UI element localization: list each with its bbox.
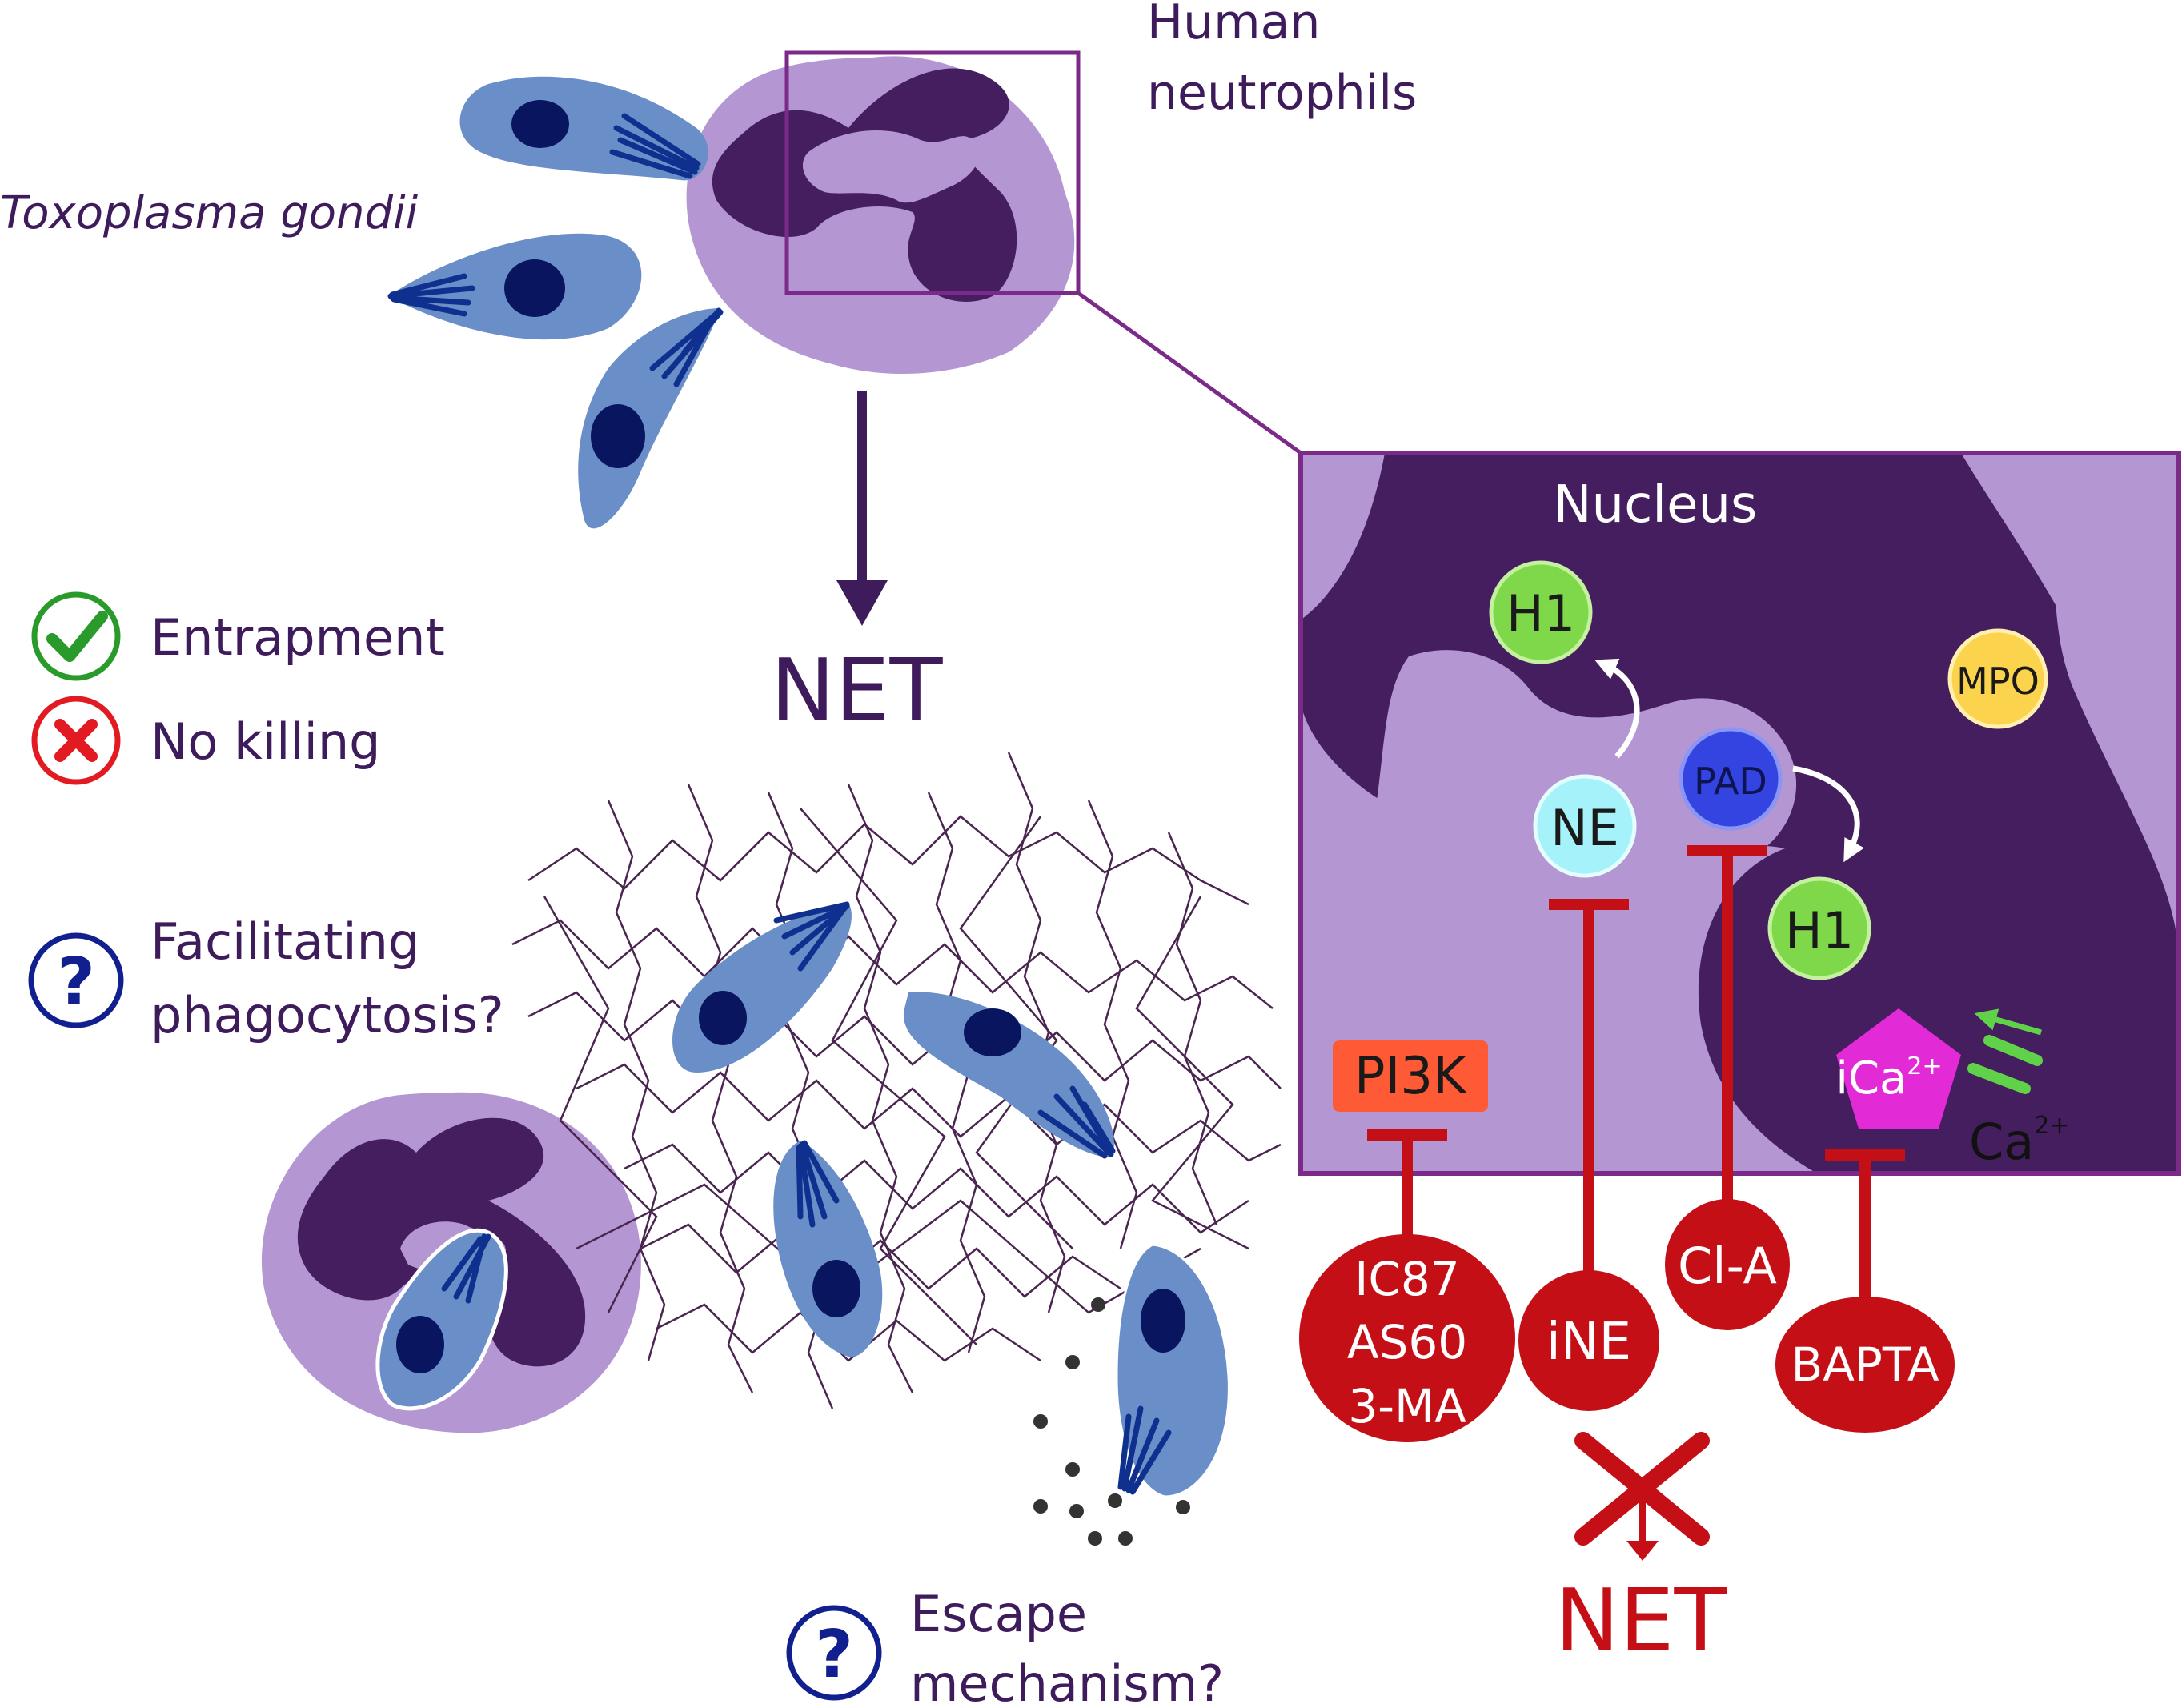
- ica-pentagon: iCa2+: [1835, 1008, 1961, 1129]
- ne-label: NE: [1550, 799, 1619, 857]
- toxoplasma-parasite-1: [459, 76, 708, 181]
- inhibitor-1-line3: 3-MA: [1348, 1379, 1466, 1433]
- toxoplasma-label: Toxoplasma gondii: [0, 187, 419, 239]
- ca-superscript: 2+: [2034, 1112, 2069, 1140]
- zoom-connector: [1077, 291, 1302, 455]
- down-arrow: [836, 391, 888, 626]
- escape-label-line2: mechanism?: [910, 1654, 1224, 1708]
- pad-label: PAD: [1694, 760, 1767, 803]
- inhibitor-cl-a: Cl-A: [1665, 1199, 1790, 1330]
- ne-to-h1-arrow: [1594, 658, 1640, 759]
- calcium-influx-arrows: [1967, 1008, 2043, 1094]
- escape-dots: [1033, 1297, 1190, 1546]
- phagocytosing-neutrophil: [261, 1092, 641, 1433]
- inhibitor-1-line2: AS60: [1347, 1315, 1467, 1369]
- pad-bubble: PAD: [1679, 727, 1783, 831]
- svg-text:iCa2+: iCa2+: [1835, 1052, 1942, 1105]
- svg-text:?: ?: [815, 1617, 853, 1693]
- h1-bottom-label: H1: [1785, 901, 1854, 960]
- toxoplasma-escaping: [1115, 1243, 1230, 1498]
- nucleus-label: Nucleus: [1554, 475, 1758, 535]
- inhibitor-1-line1: IC87: [1354, 1252, 1459, 1306]
- neutrophils-label-line2: neutrophils: [1147, 65, 1417, 121]
- question-circle-icon: ?: [28, 932, 124, 1028]
- inhibitor-4-label: BAPTA: [1791, 1337, 1939, 1392]
- entrapment-label: Entrapment: [150, 608, 445, 667]
- h1-bottom-bubble: H1: [1767, 876, 1871, 980]
- ca-label: Ca: [1969, 1113, 2034, 1171]
- check-circle-icon: [31, 591, 121, 681]
- ne-bubble: NE: [1533, 774, 1637, 878]
- ica-label: iCa: [1835, 1052, 1907, 1105]
- inhibitor-bapta: BAPTA: [1775, 1297, 1955, 1433]
- inhibitor-3-label: Cl-A: [1678, 1237, 1777, 1295]
- x-circle-icon: [31, 696, 121, 785]
- svg-text:Ca2+: Ca2+: [1969, 1112, 2070, 1171]
- question-circle-icon: ?: [786, 1605, 882, 1701]
- net-blocked-label: NET: [1555, 1571, 1728, 1671]
- facilitating-label-line1: Facilitating: [150, 912, 419, 971]
- inhibitor-2-label: iNE: [1546, 1313, 1631, 1372]
- human-neutrophil-top: [686, 56, 1075, 375]
- mpo-label: MPO: [1956, 660, 2040, 703]
- escape-label-line1: Escape: [910, 1585, 1087, 1643]
- ica-superscript: 2+: [1907, 1052, 1942, 1081]
- toxoplasma-parasite-3: [578, 307, 724, 529]
- pi3k-box: PI3K: [1333, 1040, 1488, 1112]
- inhibitor-ic87-as60-3ma: IC87 AS60 3-MA: [1299, 1234, 1515, 1442]
- toxoplasma-in-net-2: [903, 992, 1116, 1159]
- no-killing-label: No killing: [150, 712, 380, 771]
- inhibitor-lines: [1367, 845, 1905, 1297]
- toxoplasma-in-net-3: [773, 1140, 883, 1357]
- svg-text:?: ?: [57, 944, 95, 1020]
- h1-top-label: H1: [1506, 584, 1575, 643]
- zoom-box: [784, 50, 1081, 295]
- pi3k-label: PI3K: [1354, 1047, 1468, 1106]
- pad-to-h1-arrow: [1792, 765, 1864, 863]
- net-fibers: [511, 752, 1282, 1409]
- facilitating-label-line2: phagocytosis?: [150, 986, 504, 1044]
- net-main-label: NET: [771, 641, 944, 741]
- neutrophils-label-line1: Human: [1147, 0, 1320, 50]
- mpo-bubble: MPO: [1947, 628, 2048, 729]
- toxoplasma-in-net-1: [672, 901, 852, 1073]
- blocked-x-icon: [1574, 1432, 1710, 1561]
- inhibitor-ine: iNE: [1518, 1270, 1659, 1411]
- h1-top-bubble: H1: [1489, 560, 1593, 664]
- toxoplasma-parasite-2: [387, 233, 642, 340]
